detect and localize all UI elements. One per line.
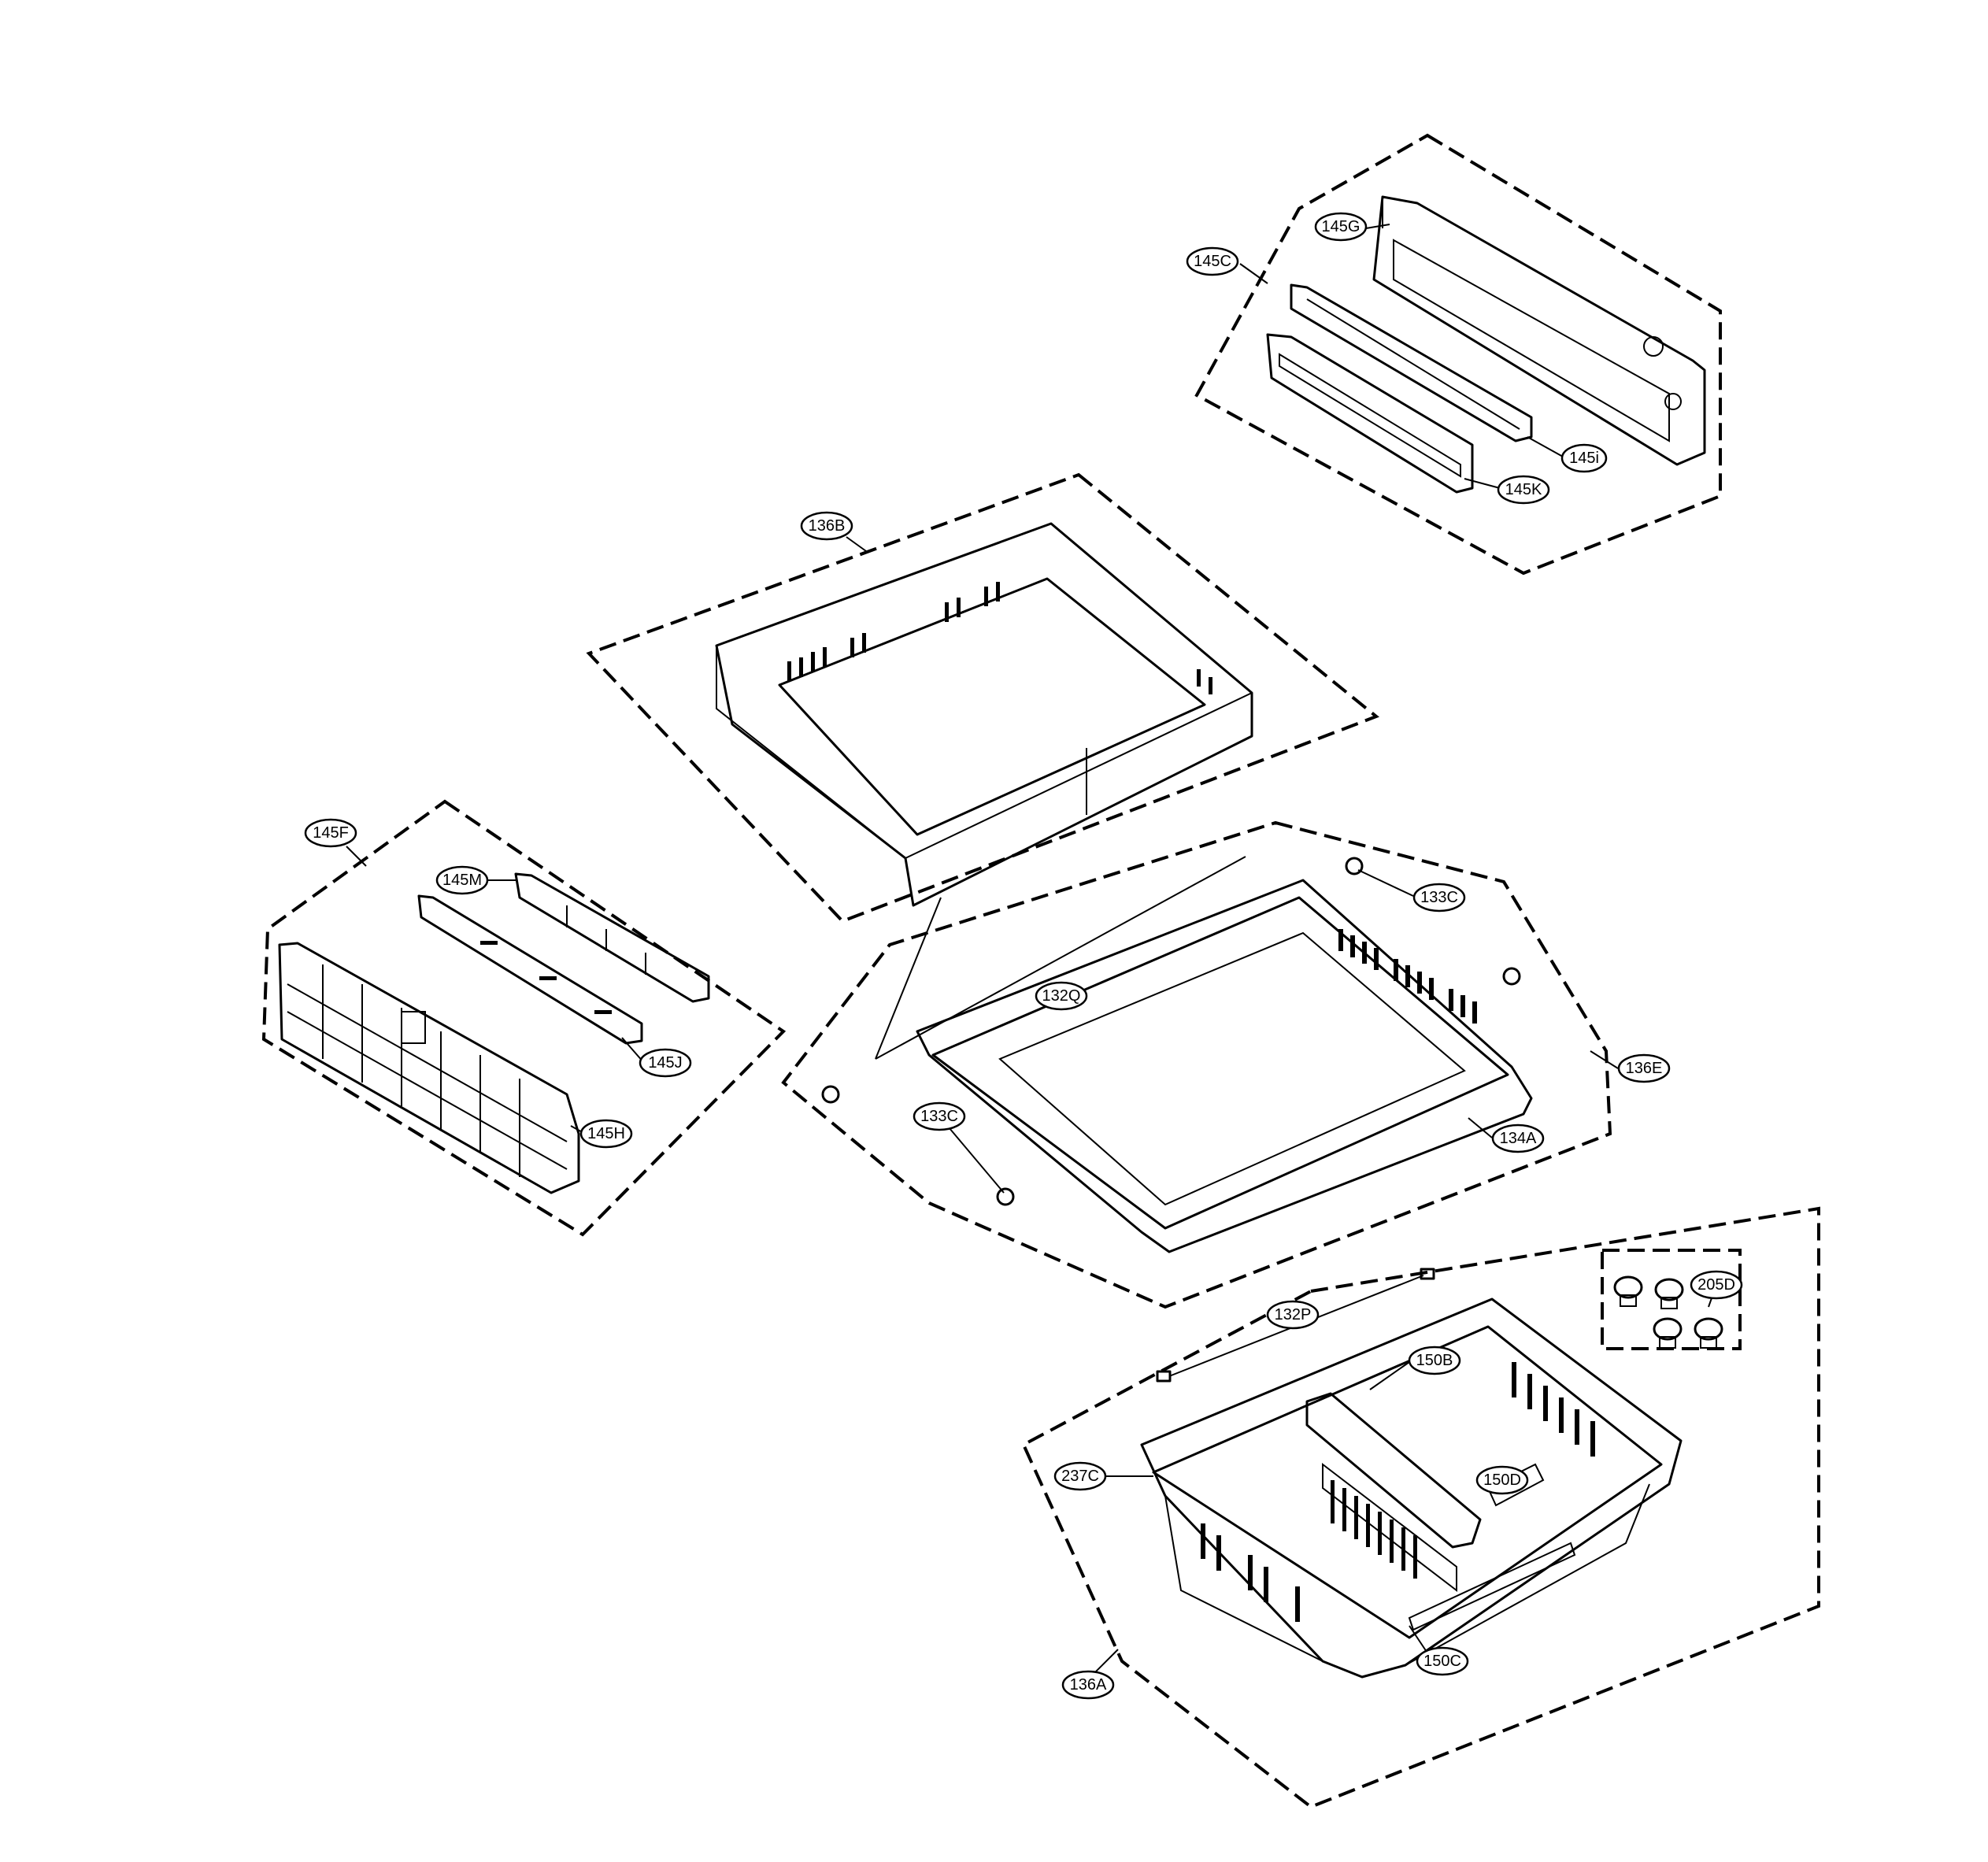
svg-text:132Q: 132Q [1042, 987, 1081, 1005]
group-145C-outline [1194, 133, 1722, 576]
rail-145i [1290, 283, 1533, 442]
callout-136A: 136A [1061, 1670, 1115, 1700]
callout-205D: 205D [1690, 1270, 1743, 1300]
callout-145G: 145G [1314, 212, 1368, 242]
callout-150B: 150B [1408, 1346, 1461, 1375]
svg-text:145i: 145i [1569, 450, 1599, 467]
callout-132P: 132P [1266, 1300, 1320, 1330]
svg-text:237C: 237C [1061, 1468, 1099, 1485]
caps-205D [1613, 1275, 1723, 1349]
callout-136B: 136B [800, 511, 853, 541]
rail-145K [1266, 333, 1474, 494]
stopper-133C-top [1345, 857, 1521, 986]
callout-132Q: 132Q [1035, 981, 1088, 1011]
drawer-134A [916, 879, 1533, 1253]
svg-text:133C: 133C [1420, 889, 1458, 906]
svg-text:150B: 150B [1416, 1352, 1453, 1369]
callout-145i: 145i [1560, 443, 1608, 473]
callout-145K: 145K [1497, 475, 1550, 505]
guard-145H [278, 942, 580, 1194]
svg-text:145K: 145K [1505, 481, 1542, 498]
wire-132Q [875, 856, 1246, 1060]
callout-145H: 145H [579, 1119, 633, 1149]
svg-text:136A: 136A [1070, 1676, 1107, 1694]
svg-text:145H: 145H [587, 1125, 625, 1142]
group-136B-outline [586, 472, 1379, 924]
callout-237C: 237C [1053, 1461, 1107, 1491]
svg-text:145M: 145M [442, 872, 482, 889]
rail-145G [1372, 195, 1706, 466]
svg-text:205D: 205D [1697, 1276, 1735, 1294]
callout-134A: 134A [1491, 1123, 1545, 1153]
callout-150D: 150D [1475, 1465, 1529, 1495]
svg-text:145J: 145J [648, 1054, 682, 1072]
stopper-133C-bottom [821, 1085, 1015, 1206]
callout-133C-bottom: 133C [913, 1101, 966, 1131]
callout-145J: 145J [639, 1048, 692, 1078]
svg-text:136E: 136E [1626, 1060, 1663, 1077]
group-136A-outline [1021, 1206, 1820, 1809]
svg-text:136B: 136B [809, 517, 846, 535]
callout-145C: 145C [1186, 246, 1239, 276]
callout-150C: 150C [1416, 1646, 1469, 1676]
svg-text:150C: 150C [1423, 1653, 1461, 1670]
svg-text:132P: 132P [1275, 1306, 1312, 1323]
svg-text:134A: 134A [1500, 1130, 1537, 1147]
leader-lines [346, 224, 1717, 1682]
divider-150B [1305, 1392, 1482, 1593]
callout-136E: 136E [1617, 1053, 1671, 1083]
callout-133C-top: 133C [1412, 883, 1466, 912]
svg-text:145G: 145G [1322, 218, 1361, 235]
svg-text:133C: 133C [920, 1108, 958, 1125]
basket-237C [1140, 1297, 1683, 1679]
callout-145F: 145F [304, 818, 357, 848]
bracket-150C [1408, 1542, 1576, 1631]
tray-136B [715, 522, 1253, 907]
svg-text:145F: 145F [313, 824, 349, 842]
group-136E-outline [781, 820, 1612, 1309]
svg-text:145C: 145C [1194, 253, 1231, 270]
rail-145J [417, 894, 643, 1045]
callout-145M: 145M [435, 865, 489, 895]
rail-145M [514, 872, 710, 1003]
svg-text:150D: 150D [1483, 1471, 1521, 1489]
group-145F-outline [261, 799, 787, 1237]
